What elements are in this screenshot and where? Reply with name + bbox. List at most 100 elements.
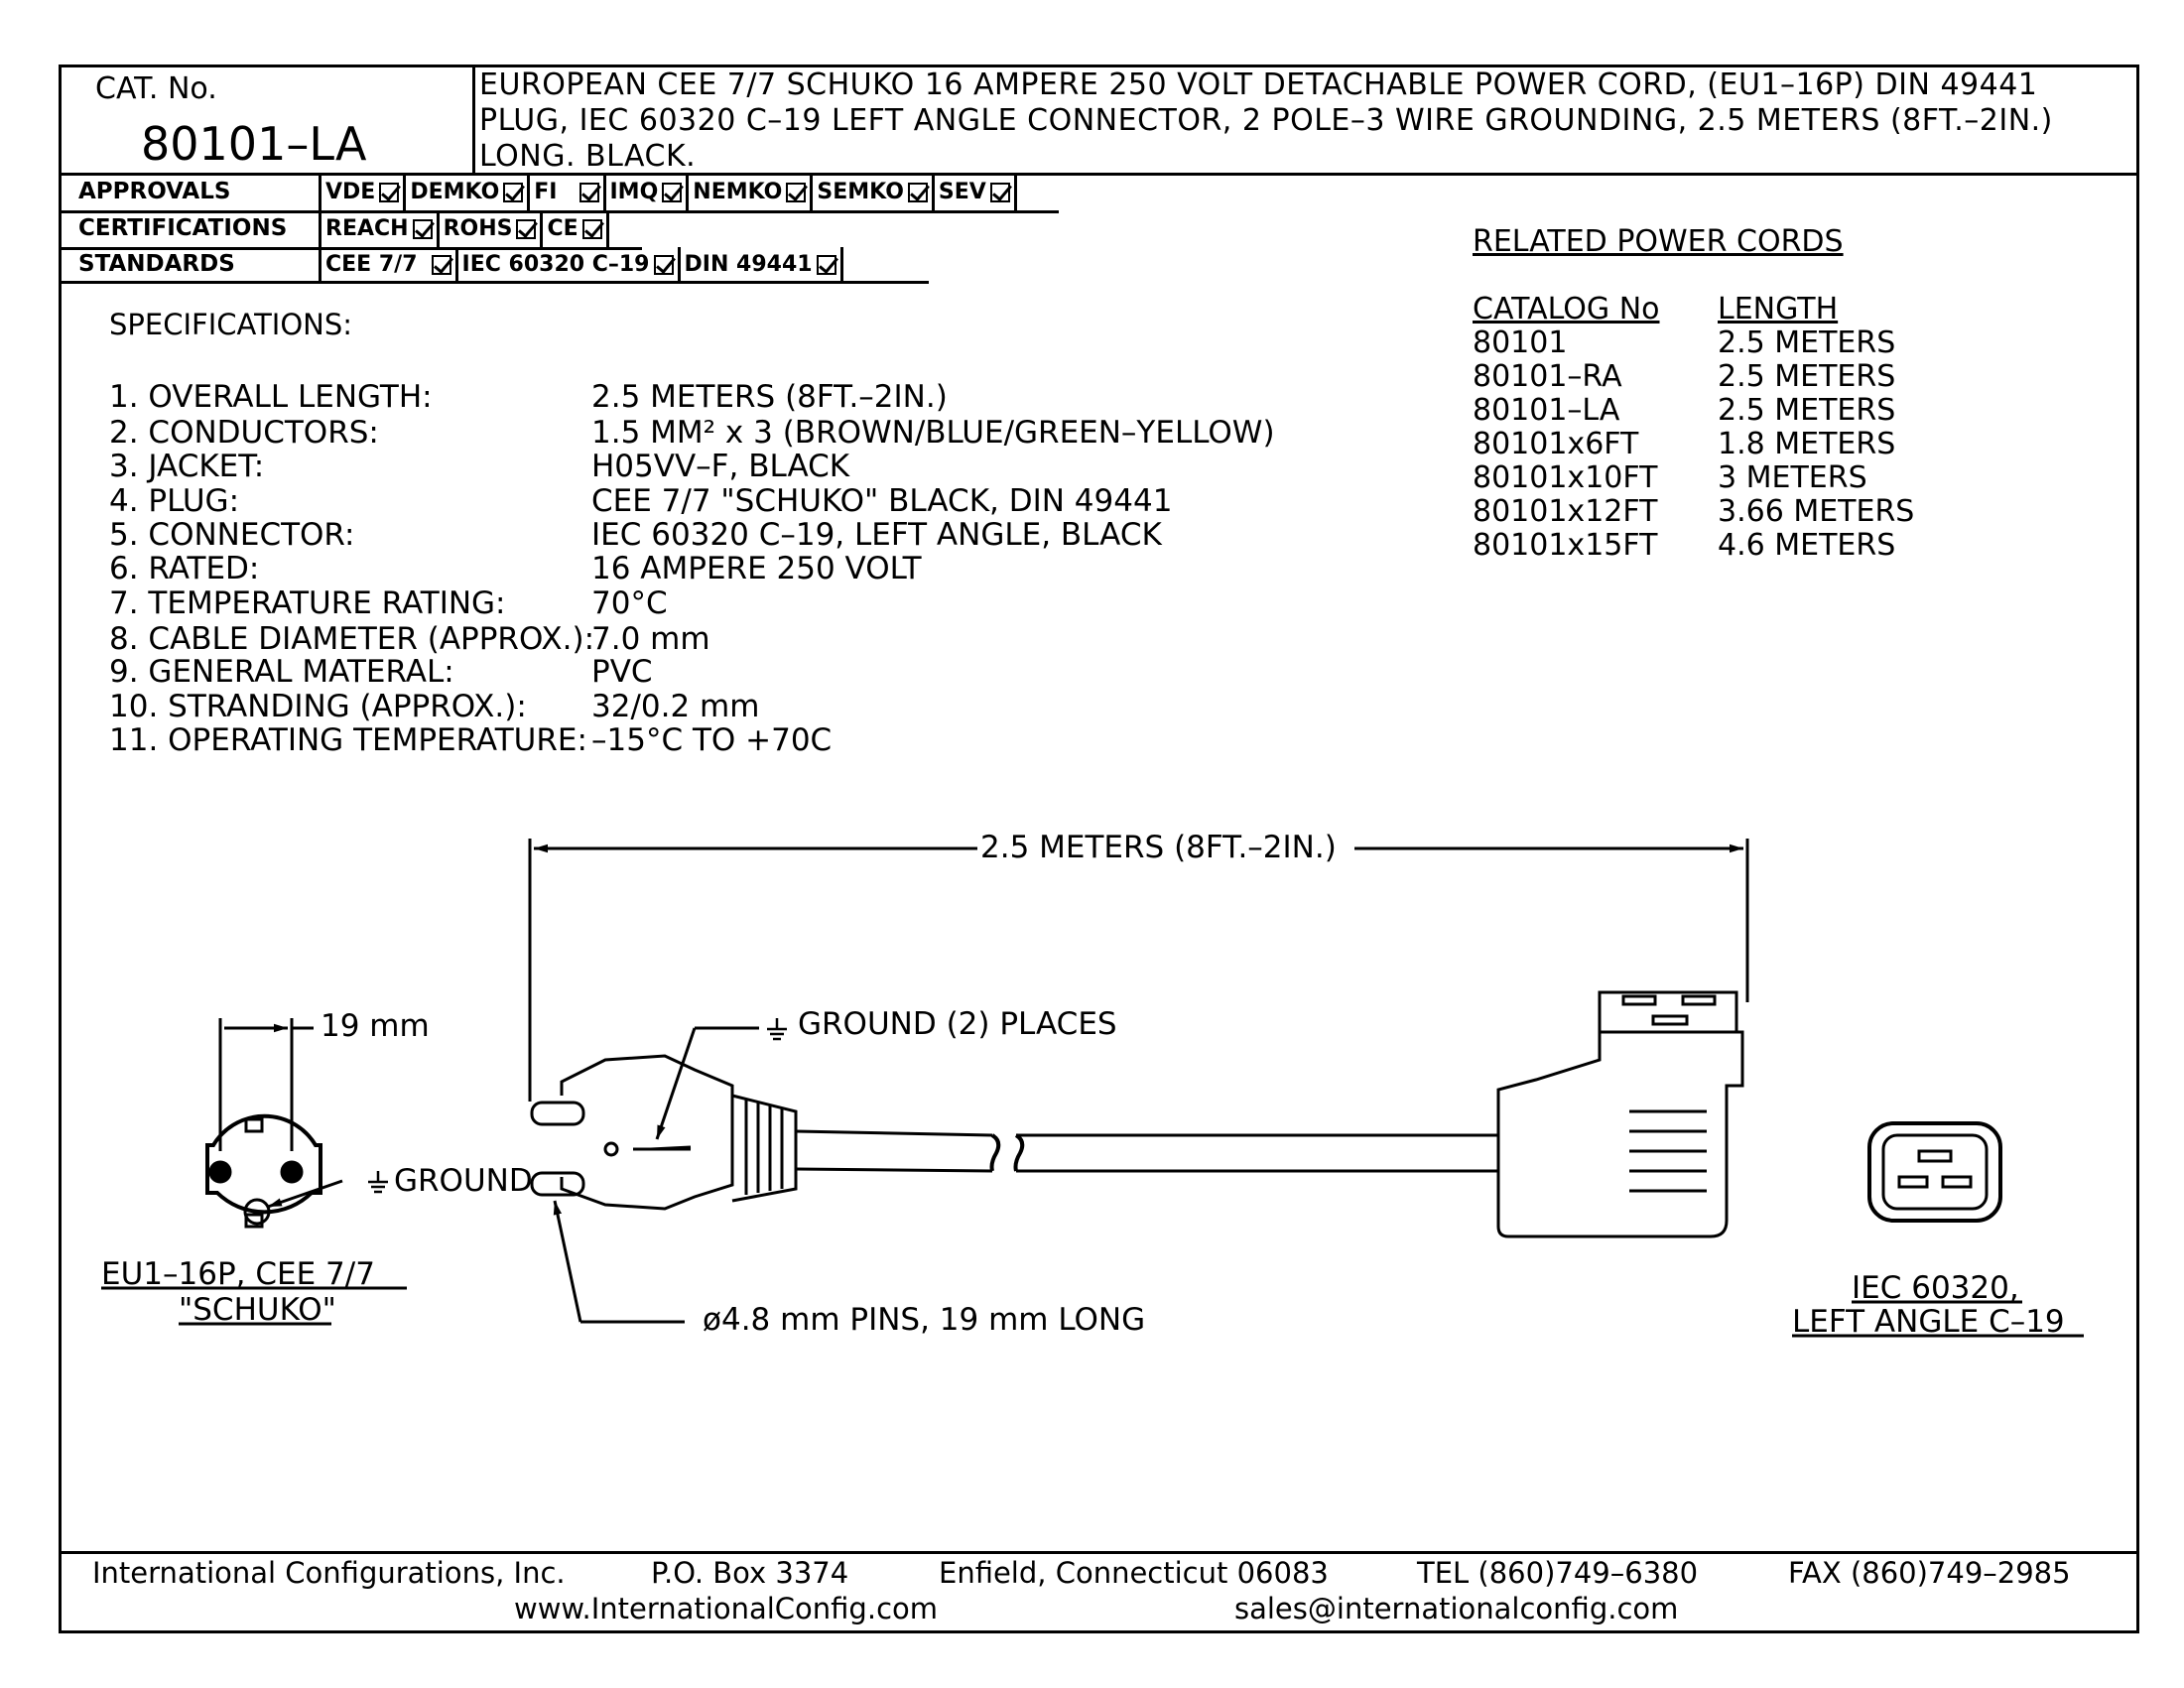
approval-fi: FI (530, 175, 606, 210)
spec-value: H05VV–F, BLACK (591, 449, 850, 484)
cert-ce: CE (543, 211, 609, 247)
spec-label: 3. JACKET: (109, 449, 265, 484)
spec-label: 9. GENERAL MATERAL: (109, 654, 454, 690)
title-line-2: PLUG, IEC 60320 C–19 LEFT ANGLE CONNECTO… (479, 103, 2053, 138)
standards-label: STANDARDS (62, 247, 321, 283)
related-cords-title: RELATED POWER CORDS (1473, 224, 1844, 259)
connector-caption-2: LEFT ANGLE C–19 (1792, 1304, 2065, 1340)
ground-symbol-icon (368, 1171, 388, 1194)
connector-caption-1: IEC 60320, (1852, 1270, 2019, 1306)
spec-label: 11. OPERATING TEMPERATURE: (109, 722, 587, 758)
footer-company: International Configurations, Inc. (92, 1556, 566, 1590)
pins-note: ø4.8 mm PINS, 19 mm LONG (703, 1302, 1146, 1338)
spec-value: 1.5 MM² x 3 (BROWN/BLUE/GREEN–YELLOW) (591, 415, 1275, 451)
check-icon (516, 219, 537, 239)
related-catalog-number: 80101–LA (1473, 393, 1620, 428)
related-col-catalog: CATALOG No (1473, 292, 1660, 326)
check-icon (379, 183, 400, 202)
check-icon (989, 183, 1010, 202)
spec-value: IEC 60320 C–19, LEFT ANGLE, BLACK (591, 517, 1162, 553)
check-icon (653, 255, 674, 275)
pin-spacing-label: 19 mm (321, 1008, 430, 1044)
check-icon (662, 183, 683, 202)
spec-value: 2.5 METERS (8FT.–2IN.) (591, 379, 948, 415)
check-icon (503, 183, 524, 202)
related-length: 4.6 METERS (1718, 528, 1896, 563)
check-icon (578, 183, 599, 202)
ground-symbol-icon (767, 1018, 787, 1041)
spec-label: 10. STRANDING (APPROX.): (109, 689, 527, 724)
c19-face (1867, 1121, 2002, 1223)
related-length: 2.5 METERS (1718, 359, 1896, 394)
cat-label: CAT. No. (95, 71, 217, 106)
cert-rohs: ROHS (440, 211, 544, 247)
approvals-label: APPROVALS (62, 175, 321, 210)
spec-label: 6. RATED: (109, 551, 260, 586)
related-col-length: LENGTH (1718, 292, 1839, 326)
approval-nemko: NEMKO (689, 175, 814, 210)
cable-top-left (795, 1129, 993, 1137)
related-catalog-number: 80101x12FT (1473, 494, 1658, 529)
ground-label: GROUND (394, 1163, 533, 1199)
drawing-frame (59, 65, 2139, 1633)
standards-row: STANDARDS CEE 7/7 IEC 60320 C–19 DIN 494… (62, 247, 932, 283)
spec-label: 4. PLUG: (109, 483, 240, 519)
approval-sev: SEV (935, 175, 1017, 210)
title-line-3: LONG. BLACK. (479, 139, 697, 174)
footer-tel: TEL (860)749–6380 (1417, 1556, 1699, 1590)
spec-value: 7.0 mm (591, 621, 710, 657)
header-divider (59, 173, 2139, 176)
title-line-1: EUROPEAN CEE 7/7 SCHUKO 16 AMPERE 250 VO… (479, 67, 2038, 102)
related-catalog-number: 80101x6FT (1473, 427, 1639, 461)
spec-label: 2. CONDUCTORS: (109, 415, 379, 451)
check-icon (786, 183, 807, 202)
spec-value: PVC (591, 654, 653, 690)
spec-label: 7. TEMPERATURE RATING: (109, 585, 506, 621)
approval-imq: IMQ (606, 175, 690, 210)
footer-email-link[interactable]: sales@internationalconfig.com (1234, 1592, 1679, 1625)
related-catalog-number: 80101x15FT (1473, 528, 1658, 563)
certifications-label: CERTIFICATIONS (62, 211, 321, 247)
approval-vde: VDE (321, 175, 407, 210)
related-length: 2.5 METERS (1718, 325, 1896, 360)
specifications-heading: SPECIFICATIONS: (109, 308, 353, 341)
check-icon (907, 183, 928, 202)
plug-side (530, 1054, 798, 1211)
cert-reach: REACH (321, 211, 440, 247)
approval-demko: DEMKO (406, 175, 531, 210)
spec-label: 1. OVERALL LENGTH: (109, 379, 433, 415)
spec-value: –15°C TO +70C (591, 722, 833, 758)
pins-leader (553, 1200, 582, 1323)
cable-break-left (989, 1133, 1001, 1172)
table-bottom-rule (59, 281, 929, 284)
spec-value: 16 AMPERE 250 VOLT (591, 551, 922, 586)
related-length: 3.66 METERS (1718, 494, 1915, 529)
cable-break-right (1013, 1133, 1025, 1172)
plug-caption-1: EU1–16P, CEE 7/7 (101, 1256, 375, 1292)
spec-value: 70°C (591, 585, 668, 621)
cat-column-divider (472, 65, 475, 176)
footer-city: Enfield, Connecticut 06083 (939, 1556, 1329, 1590)
spec-label: 8. CABLE DIAMETER (APPROX.): (109, 621, 595, 657)
check-icon (412, 219, 433, 239)
related-catalog-number: 80101 (1473, 325, 1568, 360)
certifications-row: CERTIFICATIONS REACH ROHS CE (62, 211, 642, 250)
related-length: 1.8 METERS (1718, 427, 1896, 461)
footer-fax: FAX (860)749–2985 (1788, 1556, 2071, 1590)
cable-bottom-left (795, 1167, 993, 1173)
related-catalog-number: 80101x10FT (1473, 460, 1658, 495)
footer-web-link[interactable]: www.InternationalConfig.com (514, 1592, 938, 1625)
overall-length-dimension: 2.5 METERS (8FT.–2IN.) (980, 830, 1337, 865)
footer-divider (59, 1551, 2139, 1554)
std-iec: IEC 60320 C–19 (458, 247, 681, 283)
plug-caption-2: "SCHUKO" (179, 1292, 336, 1328)
approvals-row: APPROVALS VDE DEMKO FI IMQ NEMKO SEMKO S… (62, 175, 1059, 213)
check-icon (581, 219, 602, 239)
std-din: DIN 49441 (681, 247, 843, 283)
std-cee: CEE 7/7 (321, 247, 458, 283)
spec-value: 32/0.2 mm (591, 689, 760, 724)
check-icon (816, 255, 836, 275)
catalog-number: 80101–LA (141, 117, 367, 171)
related-length: 2.5 METERS (1718, 393, 1896, 428)
